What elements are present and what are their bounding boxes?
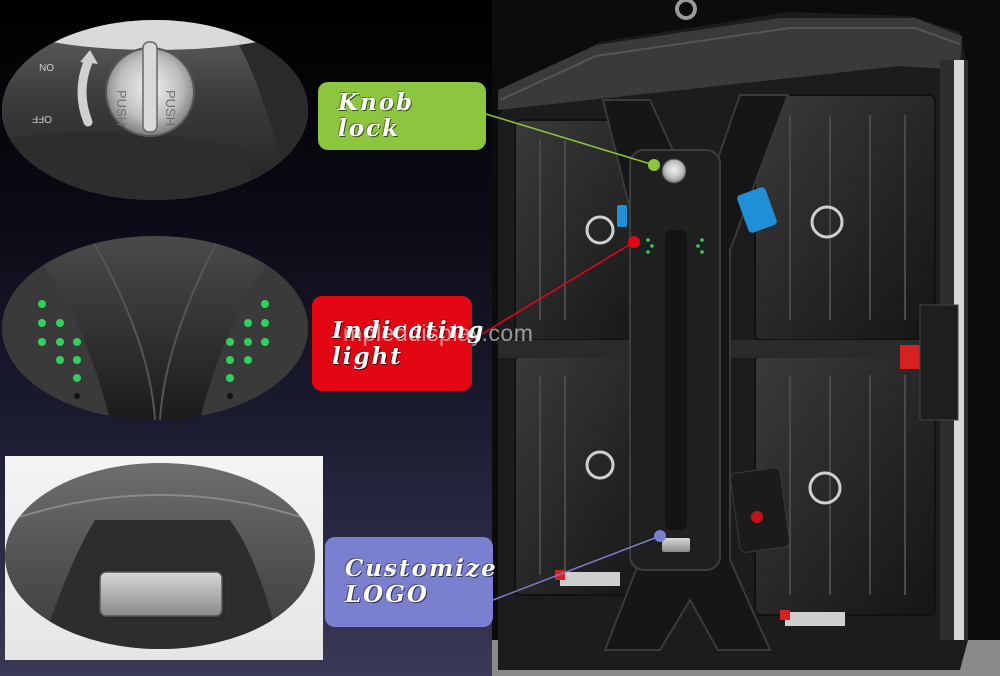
led-cluster-left bbox=[38, 300, 81, 399]
indicating-light-detail bbox=[2, 236, 308, 420]
knob-off-label: OFF bbox=[32, 113, 52, 124]
customize-logo-callout: Customize LOGO bbox=[325, 537, 498, 627]
knob-push-label-right: PUSH bbox=[163, 90, 178, 126]
lifting-ring-icon bbox=[675, 0, 697, 20]
knob-lock-label: Knob lock bbox=[338, 89, 415, 142]
knob-lock-callout: Knob lock bbox=[318, 82, 486, 150]
logo-plate bbox=[99, 571, 223, 617]
customize-logo-label-line1: Customize bbox=[345, 555, 498, 582]
rotate-arrow-icon bbox=[80, 50, 98, 64]
knob-push-label-left: PUSH bbox=[114, 90, 129, 126]
watermark: mpleddisplay.com bbox=[343, 320, 534, 346]
knob-on-label: ON bbox=[39, 61, 54, 72]
indicating-light-label-line1: Indicating bbox=[332, 316, 486, 344]
power-connector-icon bbox=[737, 187, 777, 233]
indicating-light-label-line2: light bbox=[332, 342, 403, 370]
knob-lock-detail: ON OFF PUSH PUSH bbox=[2, 20, 308, 200]
customize-logo-label-line2: LOGO bbox=[345, 581, 429, 608]
customize-logo-detail bbox=[5, 456, 323, 660]
indicating-light-callout: Indicating light bbox=[312, 296, 486, 391]
callout-leaders bbox=[471, 113, 666, 601]
led-cluster-right bbox=[226, 300, 269, 399]
led-cabinet bbox=[492, 0, 1000, 676]
